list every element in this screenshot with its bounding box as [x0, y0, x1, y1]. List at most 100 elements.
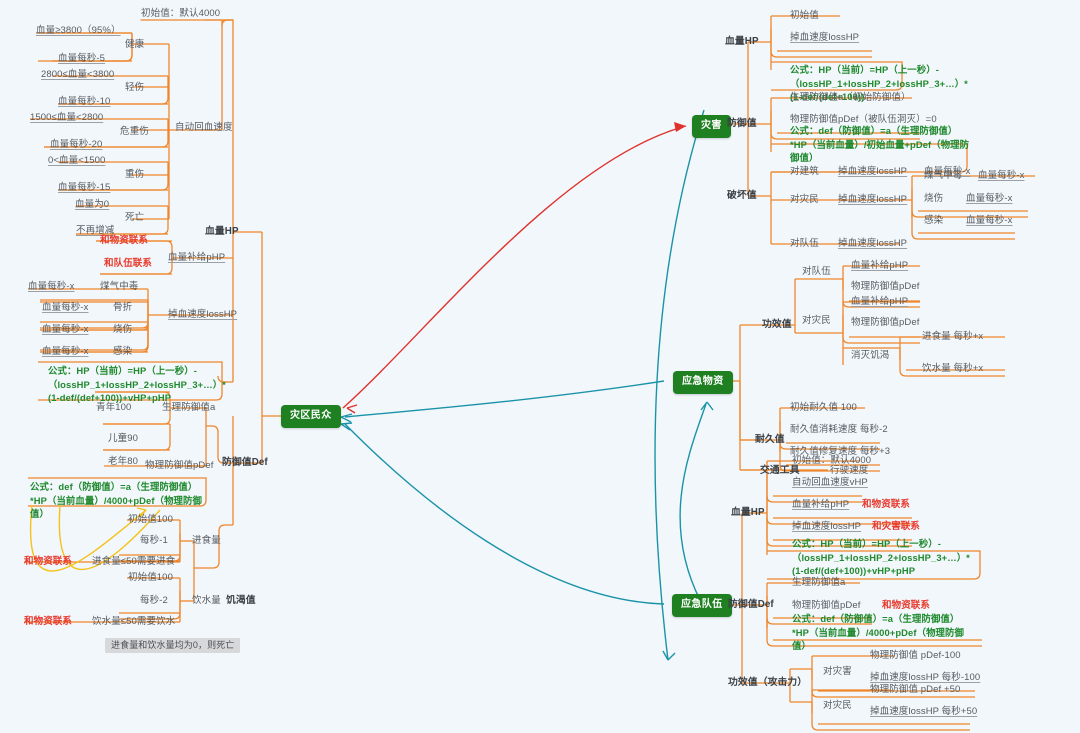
damage-type-rate-1[interactable]: 血量每秒-x — [966, 193, 1013, 204]
link-label-supplies-water[interactable]: 和物资联系 — [24, 616, 73, 627]
branch-label-power-team[interactable]: 功效值（攻击力） — [728, 677, 808, 688]
branch-label-hp-disaster[interactable]: 血量HP — [725, 36, 759, 47]
formula-def-disaster[interactable]: 公式：def（防御值）=a（生理防御值）*HP（当前血量）/初始血量+pDef（… — [790, 125, 970, 164]
root-node-team[interactable]: 应急队伍 — [672, 594, 732, 617]
branch-label-durability-supplies[interactable]: 耐久值 — [755, 434, 785, 445]
pdef-label-citizens[interactable]: 物理防御值pDef — [145, 460, 214, 471]
root-node-citizens[interactable]: 灾区民众 — [281, 405, 341, 428]
link-label-supplies-team-def[interactable]: 和物资联系 — [882, 600, 931, 611]
formula-hp-team[interactable]: 公式：HP（当前）=HP（上一秒）-（lossHP_1+lossHP_2+los… — [792, 538, 970, 577]
team-target-victims[interactable]: 对灾民 — [823, 700, 852, 711]
formula-def-citizens[interactable]: 公式：def（防御值）=a（生理防御值）*HP（当前血量）/4000+pDef（… — [30, 481, 202, 520]
team-def-item-0[interactable]: 生理防御值a — [792, 577, 846, 588]
damage-type-0[interactable]: 煤气中毒 — [924, 170, 963, 181]
state-name-3[interactable]: 重伤 — [125, 169, 145, 180]
loss-rate-2[interactable]: 血量每秒-x — [42, 324, 89, 335]
state-condition-1[interactable]: 2800≤血量<3800 — [41, 69, 115, 80]
loss-rate-3[interactable]: 血量每秒-x — [42, 346, 89, 357]
damage-target-victims[interactable]: 对灾民 — [790, 194, 819, 205]
team-def-item-1[interactable]: 物理防御值pDef — [792, 600, 861, 611]
state-condition-2[interactable]: 1500≤血量<2800 — [30, 112, 104, 123]
supplies-team-item-1[interactable]: 物理防御值pDef — [851, 281, 920, 292]
damage-type-rate-0[interactable]: 血量每秒-x — [978, 170, 1025, 181]
disaster-hp-item-1[interactable]: 掉血速度lossHP — [790, 32, 860, 43]
state-name-0[interactable]: 健康 — [125, 39, 145, 50]
state-rate-2[interactable]: 血量每秒-20 — [50, 139, 103, 150]
loss-name-0[interactable]: 煤气中毒 — [100, 281, 139, 292]
state-name-1[interactable]: 轻伤 — [125, 82, 145, 93]
root-node-supplies[interactable]: 应急物资 — [673, 371, 733, 394]
state-rate-1[interactable]: 血量每秒-10 — [58, 96, 111, 107]
formula-hp-disaster[interactable]: 公式：HP（当前）=HP（上一秒）-（lossHP_1+lossHP_2+los… — [790, 64, 968, 103]
state-rate-4[interactable]: 不再增减 — [76, 225, 115, 236]
durability-item-2[interactable]: 耐久值修复速度 每秒+3 — [790, 446, 891, 457]
state-name-2[interactable]: 危重伤 — [120, 126, 149, 137]
link-label-supplies-team-hp[interactable]: 和物资联系 — [862, 499, 911, 510]
team-hp-item-0[interactable]: 初始值：默认4000 — [792, 455, 872, 466]
link-label-supplies-food[interactable]: 和物资联系 — [24, 556, 73, 567]
team-victims-item-1[interactable]: 掉血速度lossHP 每秒+50 — [870, 706, 978, 717]
damage-effect-buildings[interactable]: 掉血速度lossHP — [838, 166, 908, 177]
team-hp-item-3[interactable]: 掉血速度lossHP — [792, 521, 862, 532]
damage-target-buildings[interactable]: 对建筑 — [790, 166, 819, 177]
damage-effect-team[interactable]: 掉血速度lossHP — [838, 238, 908, 249]
branch-label-def-team[interactable]: 防御值Def — [728, 599, 774, 610]
branch-label-def-disaster[interactable]: 防御值 — [727, 118, 757, 129]
root-node-disaster[interactable]: 灾害 — [692, 115, 731, 138]
formula-def-team[interactable]: 公式：def（防御值）=a（生理防御值）*HP（当前血量）/4000+pDef（… — [792, 613, 964, 652]
loss-rate-0[interactable]: 血量每秒-x — [28, 281, 75, 292]
damage-type-2[interactable]: 感染 — [924, 215, 944, 226]
team-target-disaster[interactable]: 对灾害 — [823, 666, 852, 677]
team-victims-item-0[interactable]: 物理防御值 pDef +50 — [870, 684, 961, 695]
supplies-hunger-item-0[interactable]: 进食量 每秒+x — [922, 331, 984, 342]
durability-item-1[interactable]: 耐久值消耗速度 每秒-2 — [790, 424, 888, 435]
food-initial[interactable]: 初始值100 — [128, 514, 173, 525]
damage-type-rate-2[interactable]: 血量每秒-x — [966, 215, 1013, 226]
branch-label-damage-disaster[interactable]: 破坏值 — [727, 190, 757, 201]
team-hp-item-2[interactable]: 血量补给pHP — [792, 499, 850, 510]
link-label-supplies-0[interactable]: 和物资联系 — [100, 235, 149, 246]
supplies-team-item-0[interactable]: 血量补给pHP — [851, 260, 909, 271]
durability-item-0[interactable]: 初始耐久值 100 — [790, 402, 857, 413]
loss-name-1[interactable]: 骨折 — [113, 302, 133, 313]
link-label-team-0[interactable]: 和队伍联系 — [104, 258, 153, 269]
age-value-2[interactable]: 老年80 — [108, 456, 138, 467]
state-condition-0[interactable]: 血量≥3800（95%） — [36, 25, 121, 36]
loss-rate-1[interactable]: 血量每秒-x — [42, 302, 89, 313]
supplies-hunger-label[interactable]: 消灭饥渴 — [851, 350, 890, 361]
branch-label-effect-supplies[interactable]: 功效值 — [762, 319, 792, 330]
loss-name-3[interactable]: 感染 — [113, 346, 133, 357]
damage-target-team[interactable]: 对队伍 — [790, 238, 819, 249]
team-disaster-item-1[interactable]: 掉血速度lossHP 每秒-100 — [870, 672, 981, 683]
damage-rate-buildings[interactable]: 血量每秒-x — [924, 166, 971, 177]
supplies-victims-item-1[interactable]: 物理防御值pDef — [851, 317, 920, 328]
branch-label-hp-citizens[interactable]: 血量HP — [205, 226, 239, 237]
branch-label-vehicle-supplies[interactable]: 交通工具 — [760, 465, 800, 476]
age-value-0[interactable]: 青年100 — [96, 402, 132, 413]
food-rate[interactable]: 每秒-1 — [140, 535, 168, 546]
vehicle-item[interactable]: 行驶速度 — [830, 465, 869, 476]
link-label-disaster-team-hp[interactable]: 和灾害联系 — [872, 521, 921, 532]
hp-auto-regen-label[interactable]: 自动回血速度 — [175, 122, 233, 133]
supplies-target-victims[interactable]: 对灾民 — [802, 315, 831, 326]
branch-label-hp-team[interactable]: 血量HP — [731, 507, 765, 518]
damage-effect-victims[interactable]: 掉血速度lossHP — [838, 194, 908, 205]
phys-def-a-label-citizens[interactable]: 生理防御值a — [162, 402, 216, 413]
branch-label-hunger-citizens[interactable]: 饥渴值 — [226, 595, 256, 606]
death-note[interactable]: 进食量和饮水量均为0，则死亡 — [105, 638, 241, 654]
loss-name-2[interactable]: 烧伤 — [113, 324, 133, 335]
water-label[interactable]: 饮水量 — [192, 595, 221, 606]
team-hp-item-1[interactable]: 自动回血速度vHP — [792, 477, 868, 488]
water-rate[interactable]: 每秒-2 — [140, 595, 168, 606]
losshp-label-citizens[interactable]: 掉血速度lossHP — [168, 309, 238, 320]
disaster-hp-item-0[interactable]: 初始值 — [790, 10, 819, 21]
supplies-victims-item-0[interactable]: 血量补给pHP — [851, 296, 909, 307]
supplies-target-team[interactable]: 对队伍 — [802, 266, 831, 277]
state-rate-0[interactable]: 血量每秒-5 — [58, 53, 106, 64]
state-condition-3[interactable]: 0<血量<1500 — [48, 155, 106, 166]
state-name-4[interactable]: 死亡 — [125, 212, 145, 223]
state-rate-3[interactable]: 血量每秒-15 — [58, 182, 111, 193]
disaster-def-item-0[interactable]: 生理防御值a（初始防御值） — [790, 92, 911, 103]
food-label[interactable]: 进食量 — [192, 535, 221, 546]
